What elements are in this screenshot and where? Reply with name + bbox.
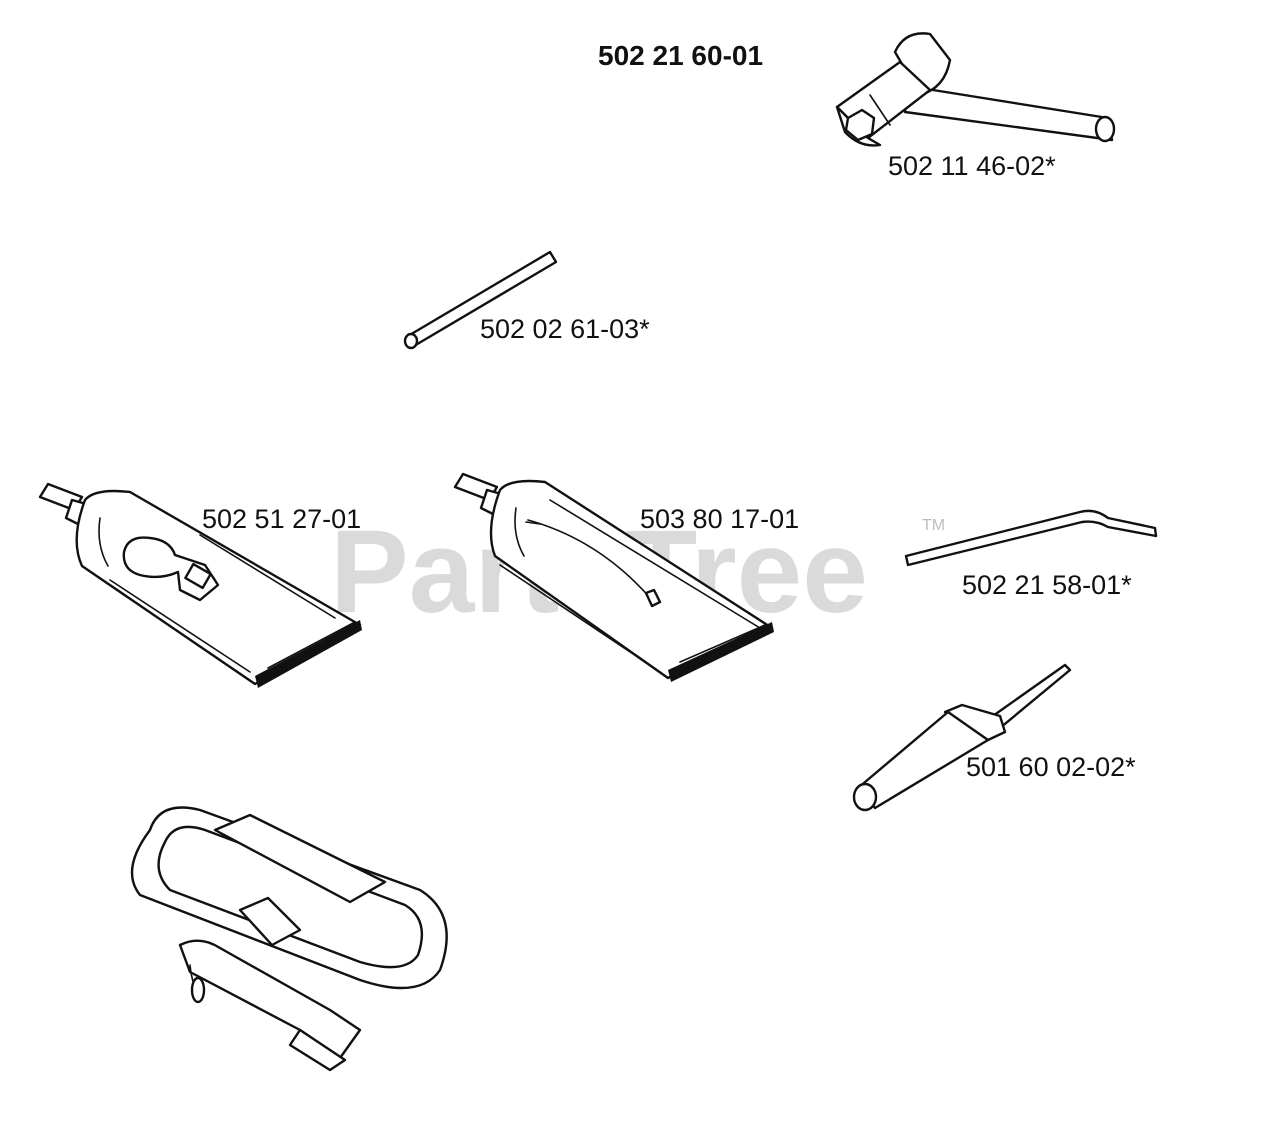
kit-number-label[interactable]: 502 21 60-01 — [598, 40, 763, 71]
grease-tube-b-part[interactable] — [453, 472, 774, 682]
wire-tool-label[interactable]: 502 21 58-01* — [962, 570, 1132, 600]
grease-tube-a-label[interactable]: 502 51 27-01 — [202, 504, 361, 534]
combination-wrench-part[interactable] — [835, 32, 1116, 147]
grease-tube-a-part[interactable] — [38, 482, 362, 688]
harness-part[interactable] — [130, 806, 448, 1072]
grease-tube-b-label[interactable]: 503 80 17-01 — [640, 504, 799, 534]
watermark-tm: TM — [922, 517, 945, 534]
pin-label[interactable]: 502 02 61-03* — [480, 314, 650, 344]
screwdriver-label[interactable]: 501 60 02-02* — [966, 752, 1136, 782]
combination-wrench-label[interactable]: 502 11 46-02* — [888, 151, 1056, 181]
wire-tool-part[interactable] — [904, 509, 1158, 567]
screwdriver-part[interactable] — [852, 663, 1072, 812]
pin-part[interactable] — [403, 250, 558, 350]
